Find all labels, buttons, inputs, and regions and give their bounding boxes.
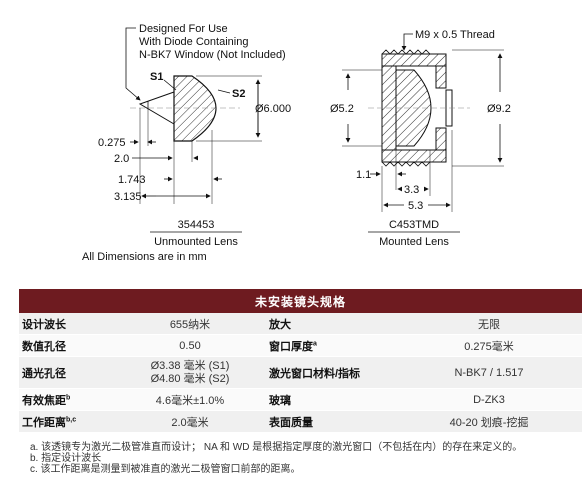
dim-33: 3.3 <box>404 184 419 196</box>
dim-53: 5.3 <box>408 200 423 212</box>
mounted-lens-drawing: M9 x 0.5 Thread Ø5.2 Ø9.2 <box>330 29 511 248</box>
table-row: 数值孔径 0.50 窗口厚度a 0.275毫米 <box>19 334 583 357</box>
spec-table-title: 未安装镜头规格 <box>19 289 583 313</box>
spec-key: 通光孔径 <box>19 356 114 389</box>
s1-surface <box>138 91 175 125</box>
table-row: 通光孔径 Ø3.38 毫米 (S1)Ø4.80 毫米 (S2) 激光窗口材料/指… <box>19 356 583 389</box>
spec-value: D-ZK3 <box>396 388 583 411</box>
table-row: 有效焦距b 4.6毫米±1.0% 玻璃 D-ZK3 <box>19 388 583 411</box>
spec-value: 4.6毫米±1.0% <box>114 388 266 411</box>
spec-value: 40-20 划痕-挖掘 <box>396 410 583 433</box>
dim-92: Ø9.2 <box>487 103 511 115</box>
technical-drawing: Designed For Use With Diode Containing N… <box>82 23 511 263</box>
unmounted-lens-drawing: Designed For Use With Diode Containing N… <box>82 23 291 263</box>
footnote-b: b. 指定设计波长 <box>30 453 102 464</box>
spec-key: 激光窗口材料/指标 <box>266 356 396 389</box>
unmounted-note-line-3: N-BK7 Window (Not Included) <box>139 49 286 61</box>
dim-3135: 3.135 <box>114 191 142 203</box>
spec-key: 设计波长 <box>19 313 114 335</box>
footnotes: a. 该透镜专为激光二极管准直而设计； NA 和 WD 是根据指定厚度的激光窗口… <box>30 442 522 475</box>
thread-label: M9 x 0.5 Thread <box>415 29 495 41</box>
dim-1743: 1.743 <box>118 174 146 186</box>
spec-value: N-BK7 / 1.517 <box>396 356 583 389</box>
dim-0275: 0.275 <box>98 137 126 149</box>
spec-key: 玻璃 <box>266 388 396 411</box>
spec-key: 窗口厚度a <box>266 334 396 357</box>
unmounted-caption: Unmounted Lens <box>154 236 238 248</box>
s2-label: S2 <box>232 88 245 100</box>
unmounted-lens-body <box>173 75 217 142</box>
mounted-caption: Mounted Lens <box>379 236 449 248</box>
spec-value: 0.50 <box>114 334 266 357</box>
unmounted-note-line-2: With Diode Containing <box>139 36 248 48</box>
spec-key: 表面质量 <box>266 410 396 433</box>
footnote-a: a. 该透镜专为激光二极管准直而设计； NA 和 WD 是根据指定厚度的激光窗口… <box>30 442 523 453</box>
dim-11: 1.1 <box>356 169 371 181</box>
spec-key: 工作距离b,c <box>19 410 114 433</box>
dim-52: Ø5.2 <box>330 103 354 115</box>
spec-table: 未安装镜头规格 设计波长 655纳米 放大 无限 数值孔径 0.50 窗口厚度a… <box>19 289 583 433</box>
footnote-c: c. 该工作距离是测量到被准直的激光二极管窗口前部的距离。 <box>30 464 301 475</box>
spec-key: 放大 <box>266 313 396 335</box>
s1-label: S1 <box>150 71 163 83</box>
mounted-part-number: C453TMD <box>389 219 439 231</box>
spec-key: 有效焦距b <box>19 388 114 411</box>
spec-key: 数值孔径 <box>19 334 114 357</box>
spec-value: Ø3.38 毫米 (S1)Ø4.80 毫米 (S2) <box>114 356 266 389</box>
dim-20: 2.0 <box>114 153 129 165</box>
spec-value: 2.0毫米 <box>114 410 266 433</box>
spec-value: 0.275毫米 <box>396 334 583 357</box>
spec-value: 无限 <box>396 313 583 335</box>
table-row: 工作距离b,c 2.0毫米 表面质量 40-20 划痕-挖掘 <box>19 410 583 433</box>
unmounted-note-line-1: Designed For Use <box>139 23 228 35</box>
diameter-dim: Ø6.000 <box>255 103 291 115</box>
units-note: All Dimensions are in mm <box>82 251 207 263</box>
spec-value: 655纳米 <box>114 313 266 335</box>
table-row: 设计波长 655纳米 放大 无限 <box>19 313 583 335</box>
unmounted-part-number: 354453 <box>178 219 215 231</box>
